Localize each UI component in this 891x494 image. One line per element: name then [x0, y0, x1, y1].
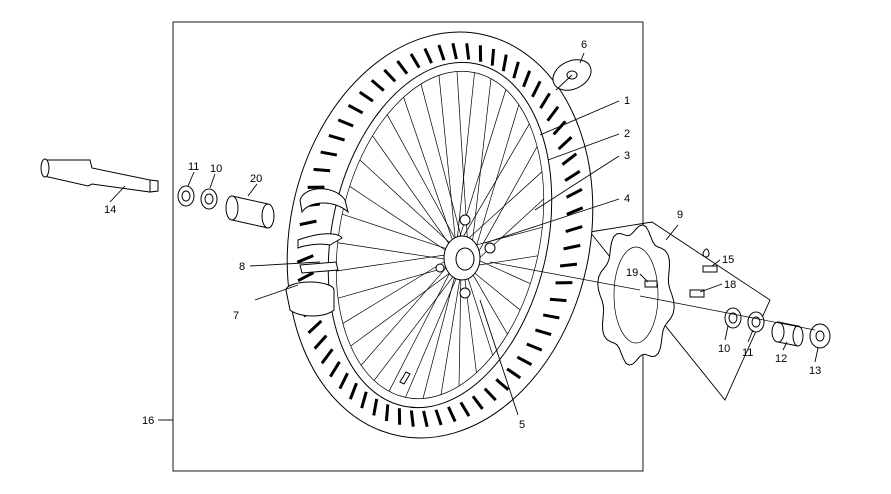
callout-11-right: 11 — [742, 347, 753, 359]
callout-20: 20 — [250, 173, 262, 185]
callout-18: 18 — [724, 279, 736, 291]
wheel-assembly — [286, 31, 594, 439]
hub-flange-right — [484, 242, 496, 254]
part-10-right — [724, 307, 742, 329]
part-8-tube — [297, 188, 349, 274]
part-13-nut — [809, 323, 831, 349]
part-10-left — [200, 188, 218, 210]
part-15-screw — [702, 248, 718, 273]
part-19-bolt — [644, 280, 658, 288]
part-14-axle — [40, 158, 159, 193]
callout-19: 19 — [626, 267, 638, 279]
callout-9: 9 — [677, 209, 683, 221]
callout-12: 12 — [775, 353, 787, 365]
part-9-brake-disc — [597, 224, 675, 366]
callout-13: 13 — [809, 365, 821, 377]
callout-6: 6 — [581, 39, 587, 51]
callout-5: 5 — [519, 419, 525, 431]
callout-10-right: 10 — [718, 343, 730, 355]
part-18-bolt — [689, 289, 705, 298]
callout-14: 14 — [104, 204, 116, 216]
disc-frame — [589, 221, 771, 401]
callout-2: 2 — [624, 128, 630, 140]
part-11-left — [177, 185, 195, 207]
callout-labels: 1 2 3 4 5 6 7 8 9 10 10 11 11 12 13 14 1… — [104, 39, 821, 431]
part-7-rim-band — [285, 281, 335, 317]
part-6 — [552, 59, 592, 91]
axis-line-far — [639, 295, 816, 331]
callout-16: 16 — [142, 415, 154, 427]
hub-center — [455, 247, 475, 271]
hub-flange-bottom — [459, 287, 471, 299]
hub-flange-left — [435, 263, 445, 273]
axis-line-right — [489, 261, 641, 291]
valve — [399, 371, 411, 385]
callout-4: 4 — [624, 193, 630, 205]
part-20-spacer — [225, 195, 275, 229]
callout-15: 15 — [722, 254, 734, 266]
callout-3: 3 — [624, 150, 630, 162]
part-11-right — [747, 311, 765, 333]
callout-7: 7 — [233, 310, 239, 322]
callout-10-left: 10 — [210, 163, 222, 175]
callout-11-left: 11 — [188, 161, 199, 173]
callout-8: 8 — [239, 261, 245, 273]
hub-flange-top — [459, 214, 471, 226]
leader-lines — [109, 52, 819, 421]
part-12-spacer — [771, 321, 804, 347]
callout-1: 1 — [624, 95, 630, 107]
